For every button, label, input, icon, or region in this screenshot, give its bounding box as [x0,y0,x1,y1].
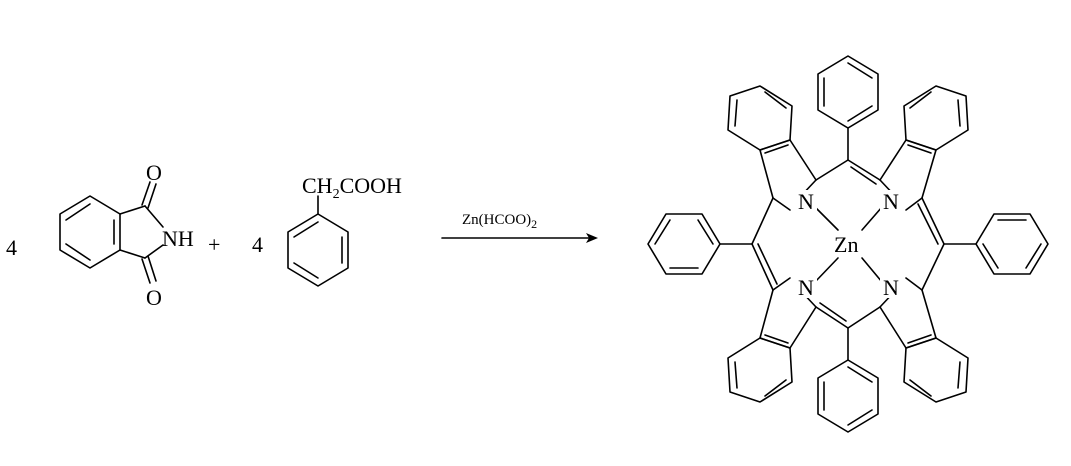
pyrrole-top-left [727,85,817,211]
zinc-porphyrin-structure: N N N N Zn [647,55,1049,433]
ch2cooh-label: CH2COOH [302,173,402,202]
coefficient-phthalimide: 4 [6,235,17,260]
reaction-arrow: Zn(HCOO)2 [441,212,598,243]
phenyl-bottom [817,359,879,433]
product-n-bottom-left: N [798,275,814,300]
coefficient-phenylacetic-acid: 4 [252,232,263,257]
pyrrole-bottom-right [879,277,969,403]
phenyl-left [647,213,721,275]
phthalimide-structure: O O NH [59,160,194,310]
zinc-coordination-bonds [814,206,883,283]
meso-bridges [719,127,977,361]
product-n-top-right: N [883,189,899,214]
reagent-label: Zn(HCOO)2 [462,212,537,231]
product-n-bottom-right: N [883,275,899,300]
pyrrole-top-right [879,85,969,211]
phthalimide-nh: NH [162,226,194,251]
phenyl-ring [287,213,349,287]
phenylacetic-acid-structure: CH2COOH [287,173,402,287]
phenyl-right [975,213,1049,275]
plus-sign: + [208,232,220,257]
product-n-top-left: N [798,189,814,214]
phthalimide-oxygen-bottom: O [146,285,162,310]
pyrrole-bottom-left [727,277,817,403]
phthalimide-oxygen-top: O [146,160,162,185]
phenyl-top [817,55,879,129]
product-zinc: Zn [834,232,858,257]
phthalimide-benzene-ring [59,195,121,269]
